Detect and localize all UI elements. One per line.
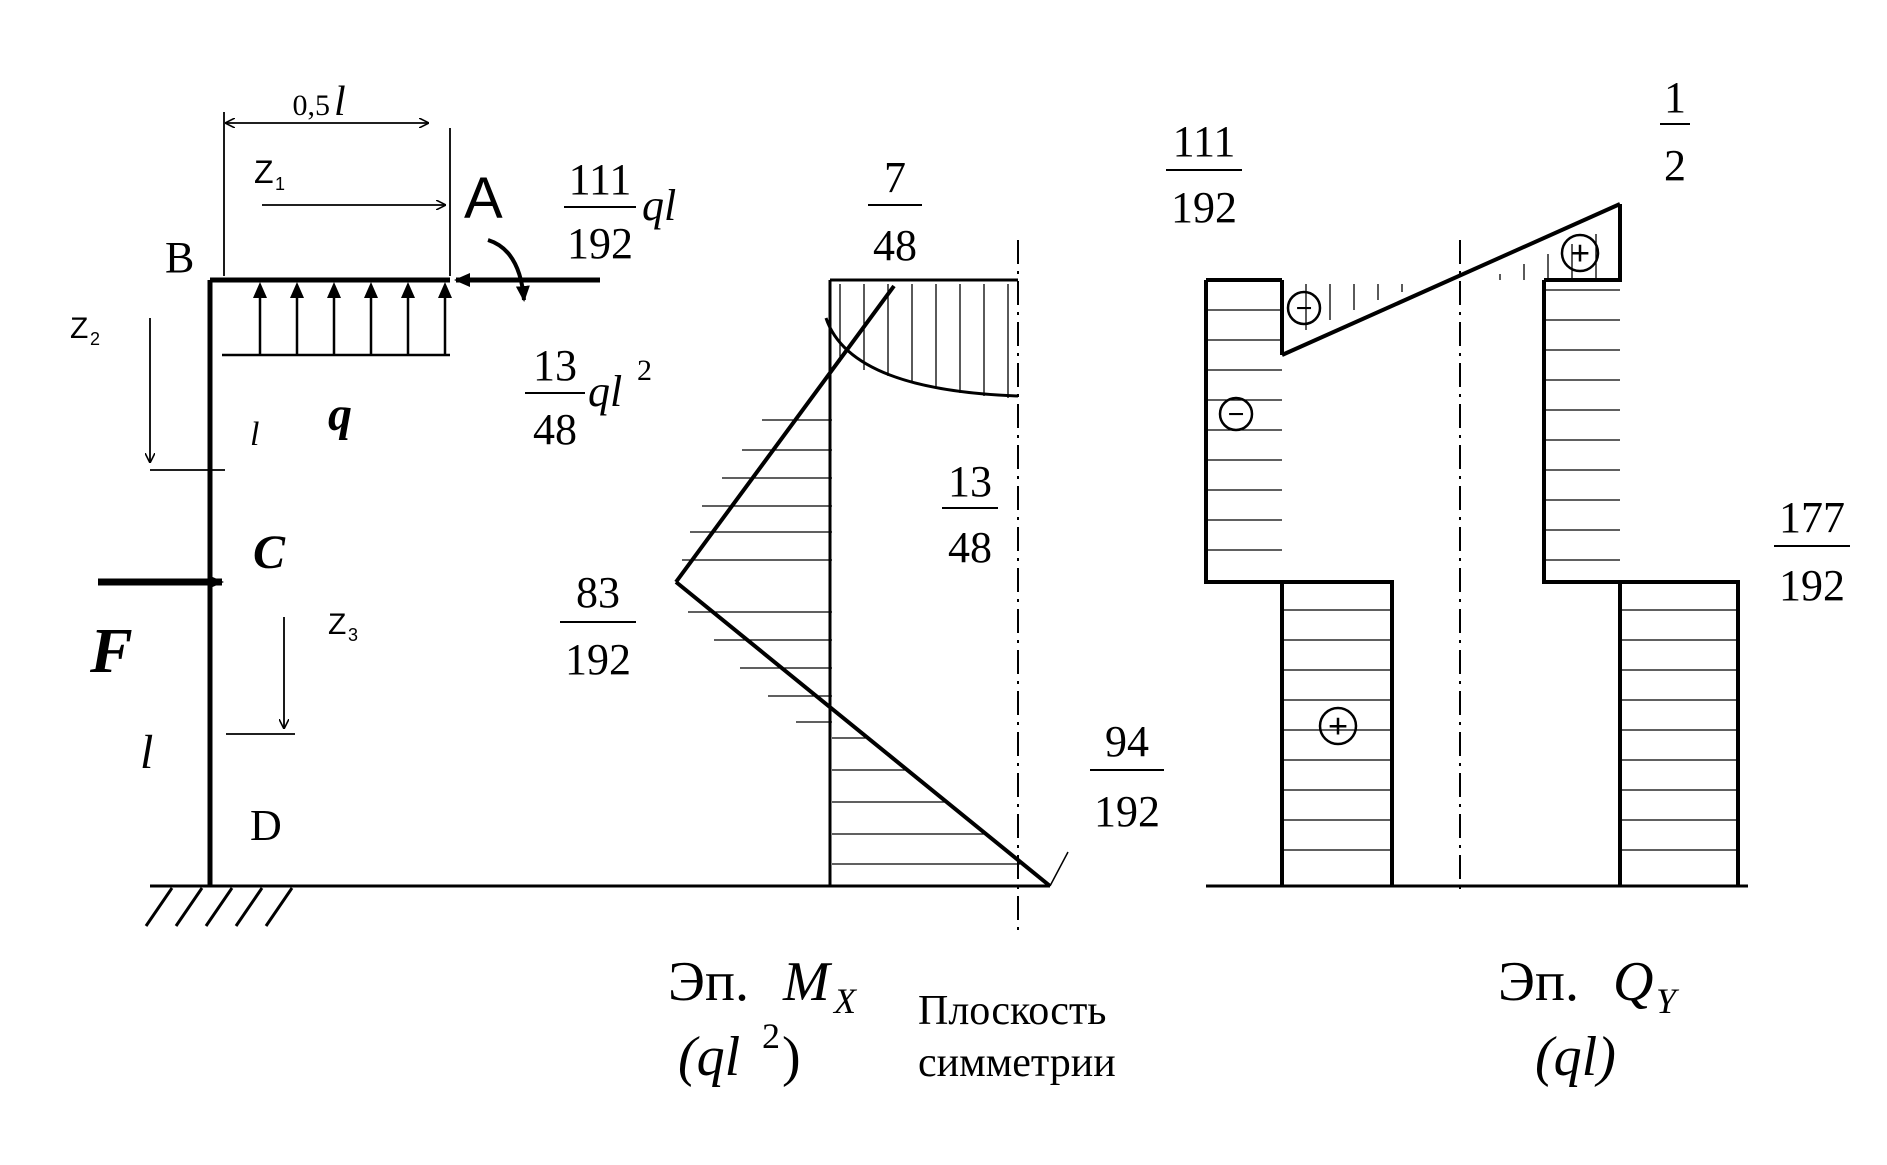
- moment-a-den: 48: [533, 405, 577, 454]
- point-a-label: A: [464, 166, 503, 231]
- shear-sign-plus-bottom: +: [1318, 706, 1358, 746]
- moment-d-num: 94: [1105, 717, 1149, 766]
- moment-a-num: 13: [533, 341, 577, 390]
- length-upper-label: l: [250, 416, 259, 453]
- moment-title-sub: X: [832, 981, 858, 1021]
- dim-top-value: 0,5: [293, 89, 331, 122]
- moment-tick: [1049, 851, 1069, 887]
- shear-units: (ql): [1535, 1026, 1616, 1088]
- dim-top-l: l: [334, 79, 346, 125]
- shear-left-upper-hatch: [1208, 309, 1282, 551]
- shear-diagram: − − + + 111 192 1 2 177 192 Эп. Q Y (ql): [1166, 73, 1850, 1088]
- shear-top-den: 2: [1664, 141, 1686, 190]
- z2-sub: 2: [90, 329, 100, 349]
- moment-title-prefix: Эп.: [668, 951, 749, 1013]
- shear-title-sub: Y: [1656, 981, 1680, 1021]
- z3-label: Z: [328, 608, 346, 641]
- moment-top-den: 48: [873, 221, 917, 270]
- moment-top-hatch: [839, 284, 1009, 398]
- point-b-label: B: [165, 233, 194, 282]
- svg-text:+: +: [1328, 706, 1349, 746]
- force-a-den: 192: [567, 219, 633, 268]
- force-a-unit: ql: [642, 181, 676, 230]
- point-c-label: C: [253, 526, 286, 579]
- moment-c-num: 83: [576, 568, 620, 617]
- svg-text:+: +: [1570, 233, 1591, 273]
- shear-right-den: 192: [1779, 561, 1845, 610]
- z1-sub: 1: [275, 174, 285, 194]
- shear-right-outline: [1542, 204, 1740, 886]
- fixed-support-hatch: [144, 887, 294, 927]
- moment-a-unit: ql: [588, 367, 622, 416]
- shear-right-upper-hatch: [1544, 289, 1620, 561]
- moment-a-arc: [487, 238, 530, 302]
- force-a-num: 111: [569, 155, 632, 204]
- moment-a-exp: 2: [637, 354, 652, 387]
- shear-title-prefix: Эп.: [1498, 951, 1579, 1013]
- point-d-label: D: [250, 801, 282, 850]
- z1-label: Z: [254, 154, 274, 190]
- shear-left-num: 111: [1173, 117, 1236, 166]
- shear-right-num: 177: [1779, 493, 1845, 542]
- force-f-label: F: [89, 615, 133, 686]
- shear-left-outline: [1204, 278, 1394, 886]
- moment-title-symbol: M: [782, 951, 833, 1013]
- frame-scheme: 0,5 l Z 1 Z 2 Z 3 B A C D l q l F 111 19…: [70, 79, 1050, 927]
- shear-left-lower-hatch: [1282, 609, 1390, 851]
- load-q-label: q: [328, 388, 352, 441]
- moment-d-den: 192: [1094, 787, 1160, 836]
- svg-text:−: −: [1295, 292, 1312, 325]
- length-lower-label: l: [140, 726, 153, 779]
- shear-sign-minus-left: −: [1218, 396, 1254, 432]
- z3-sub: 3: [348, 625, 358, 645]
- moment-line-upper: [674, 284, 896, 584]
- moment-units-close: ): [782, 1026, 801, 1088]
- moment-mid-den: 48: [948, 523, 992, 572]
- moment-top-num: 7: [884, 153, 906, 202]
- shear-sign-plus-top: +: [1560, 233, 1600, 273]
- shear-left-den: 192: [1171, 183, 1237, 232]
- symmetry-plane: Плоскость симметрии: [918, 240, 1116, 1086]
- shear-sign-minus-top: −: [1286, 290, 1322, 326]
- moment-c-den: 192: [565, 635, 631, 684]
- shear-right-lower-hatch: [1620, 609, 1736, 851]
- distributed-load: [222, 282, 452, 357]
- svg-text:−: −: [1227, 398, 1244, 431]
- moment-diagram: 7 48 13 48 83 192 94 192 Эп. M X (ql 2 ): [560, 153, 1164, 1088]
- moment-mid-num: 13: [948, 457, 992, 506]
- moment-line-lower: [674, 580, 1052, 888]
- symmetry-label-2: симметрии: [918, 1040, 1116, 1086]
- moment-parabola: [824, 317, 1019, 398]
- moment-units-open: (ql: [678, 1026, 740, 1088]
- moment-mid-hatch: [682, 419, 832, 723]
- shear-top-hatch: [1305, 234, 1597, 330]
- moment-bottom-hatch: [832, 737, 1020, 865]
- moment-units-exp: 2: [762, 1016, 780, 1056]
- shear-title-symbol: Q: [1613, 951, 1653, 1013]
- shear-top-sloped-line: [1281, 202, 1621, 357]
- shear-top-num: 1: [1664, 73, 1686, 122]
- z2-label: Z: [70, 312, 88, 345]
- symmetry-label-1: Плоскость: [918, 988, 1106, 1034]
